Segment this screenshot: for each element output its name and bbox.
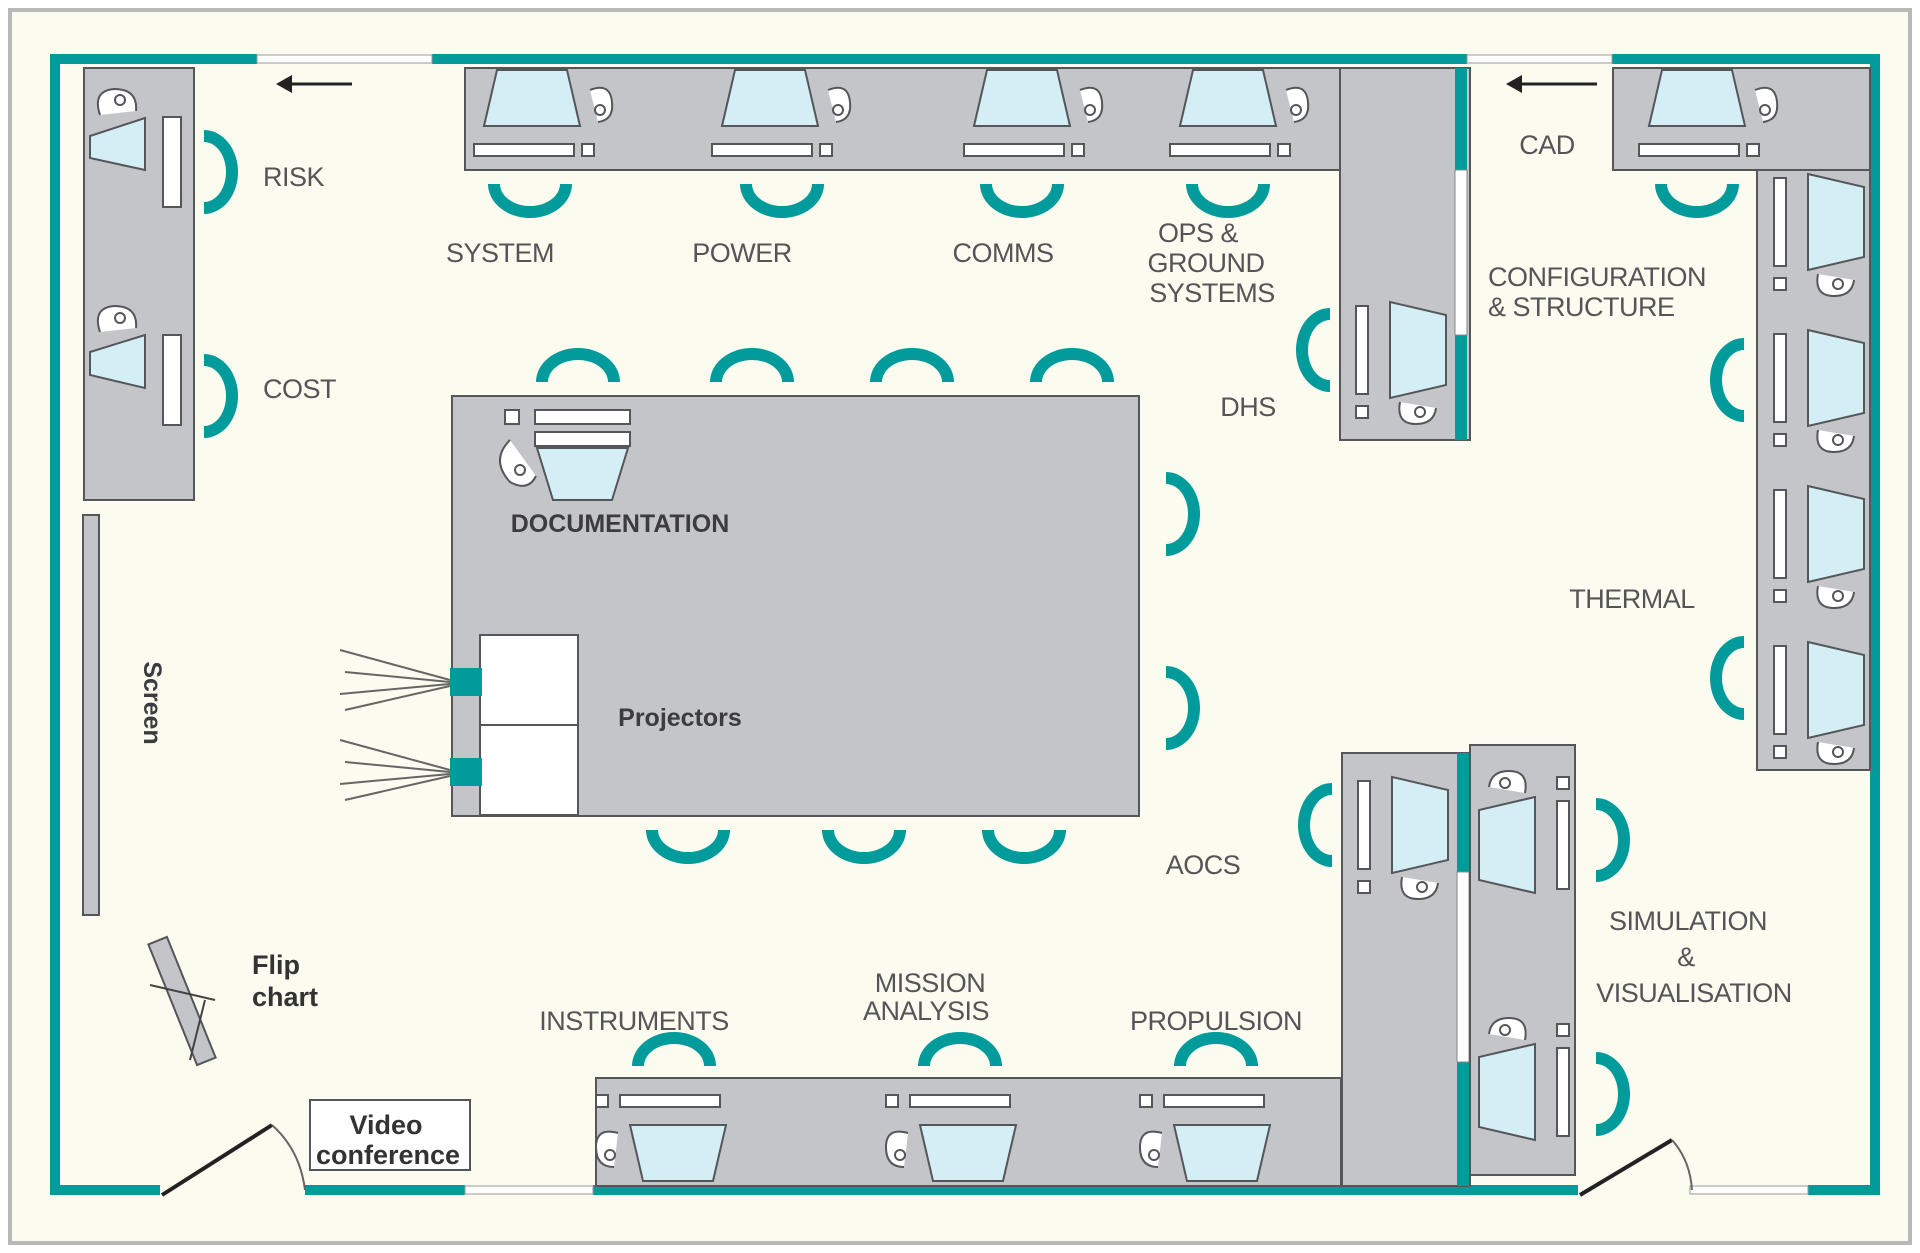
label-system: SYSTEM xyxy=(446,238,554,268)
workstation-cost xyxy=(89,304,146,390)
projector-bottom xyxy=(339,739,482,801)
label-propulsion: PROPULSION xyxy=(1130,1006,1302,1036)
central-table xyxy=(451,395,1140,817)
label-projectors: Projectors xyxy=(618,704,742,732)
label-ops-line2: GROUND xyxy=(1148,248,1265,278)
label-ops-line1: OPS & xyxy=(1158,218,1239,248)
label-simulation-line2: & xyxy=(1677,942,1695,972)
projection-screen xyxy=(82,514,100,916)
workstation-documentation xyxy=(499,409,631,501)
door-left xyxy=(160,1123,306,1197)
label-power: POWER xyxy=(692,238,792,268)
label-instruments: INSTRUMENTS xyxy=(539,1006,729,1036)
label-risk: RISK xyxy=(263,162,325,192)
label-thermal: THERMAL xyxy=(1569,584,1695,614)
label-ops-line3: SYSTEMS xyxy=(1149,278,1275,308)
workstation-risk xyxy=(89,87,146,172)
desk-right-column xyxy=(1756,169,1871,771)
label-documentation: DOCUMENTATION xyxy=(511,510,730,538)
desk-top xyxy=(464,67,1341,171)
desk-right-top xyxy=(1612,67,1871,171)
door-right xyxy=(1578,1138,1693,1197)
label-screen: Screen xyxy=(138,661,166,744)
entrance-arrow xyxy=(1506,75,1597,93)
projector-top xyxy=(339,649,482,711)
label-aocs: AOCS xyxy=(1166,850,1241,880)
desk-bottom xyxy=(595,1077,1342,1187)
room-walls xyxy=(50,54,1880,1195)
label-flip-line1: Flip xyxy=(252,950,300,980)
label-config-line1: CONFIGURATION xyxy=(1488,262,1706,292)
label-video-line2: conference xyxy=(316,1140,460,1170)
label-video-line1: Video xyxy=(349,1110,422,1140)
flip-chart xyxy=(147,935,217,1067)
label-simulation-line1: SIMULATION xyxy=(1609,906,1767,936)
desk-aocs xyxy=(1341,752,1471,1187)
label-simulation-line3: VISUALISATION xyxy=(1596,978,1792,1008)
label-flip-line2: chart xyxy=(252,982,318,1012)
label-cost: COST xyxy=(263,374,336,404)
desk-simulation xyxy=(1469,744,1576,1176)
entrance-arrow xyxy=(276,75,352,93)
desk-dhs xyxy=(1339,67,1471,441)
label-mission-line2: ANALYSIS xyxy=(863,996,989,1026)
label-comms: COMMS xyxy=(953,238,1054,268)
label-cad: CAD xyxy=(1519,130,1575,160)
desk-risk-cost xyxy=(83,67,195,501)
label-config-line2: & STRUCTURE xyxy=(1488,292,1675,322)
label-dhs: DHS xyxy=(1220,392,1276,422)
video-conference-unit xyxy=(309,1099,471,1171)
label-mission-line1: MISSION xyxy=(875,968,986,998)
